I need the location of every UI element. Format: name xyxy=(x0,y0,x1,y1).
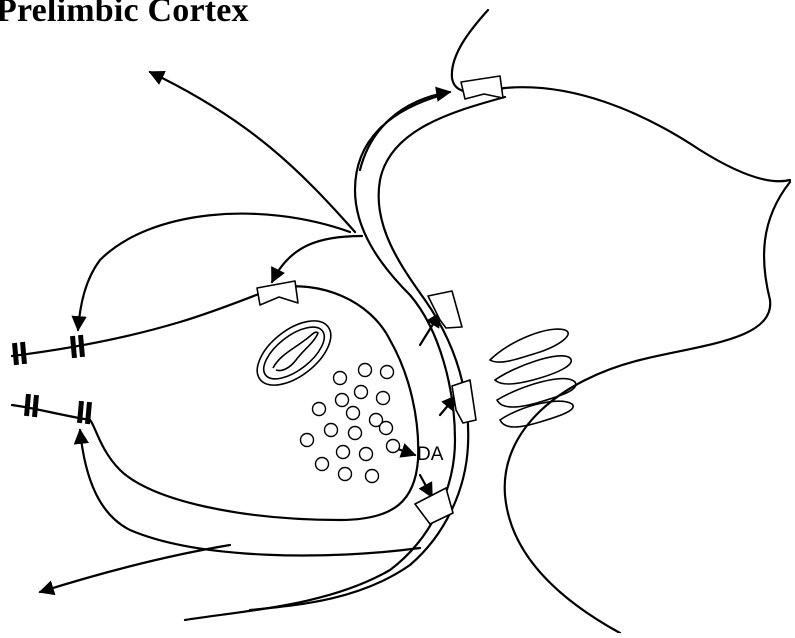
axon-upper-membrane xyxy=(12,288,275,356)
postsynaptic-receptor-2 xyxy=(452,380,476,423)
synaptic-vesicles xyxy=(301,364,400,483)
top-receptor-arrow xyxy=(360,92,450,170)
autoreceptor-arrow xyxy=(272,236,362,282)
terminal-membrane xyxy=(90,286,418,520)
outer-bottom-arrow xyxy=(40,545,230,592)
autoreceptor xyxy=(257,281,298,305)
upper-feedback-arrow xyxy=(78,214,350,330)
dopamine-label: DA xyxy=(417,444,444,465)
adjacent-process-inner xyxy=(250,97,505,610)
diagram-title: Prelimbic Cortex xyxy=(0,0,249,30)
postsynaptic-organelle-stack xyxy=(490,329,576,427)
release-arrow-3 xyxy=(420,475,432,497)
ion-channel-markers xyxy=(12,335,92,424)
outer-top-arrow xyxy=(150,72,355,232)
mitochondrion xyxy=(246,308,342,397)
postsynaptic-membrane-inner xyxy=(505,182,790,633)
top-receptor xyxy=(461,76,503,99)
adjacent-process-outer xyxy=(185,95,455,620)
